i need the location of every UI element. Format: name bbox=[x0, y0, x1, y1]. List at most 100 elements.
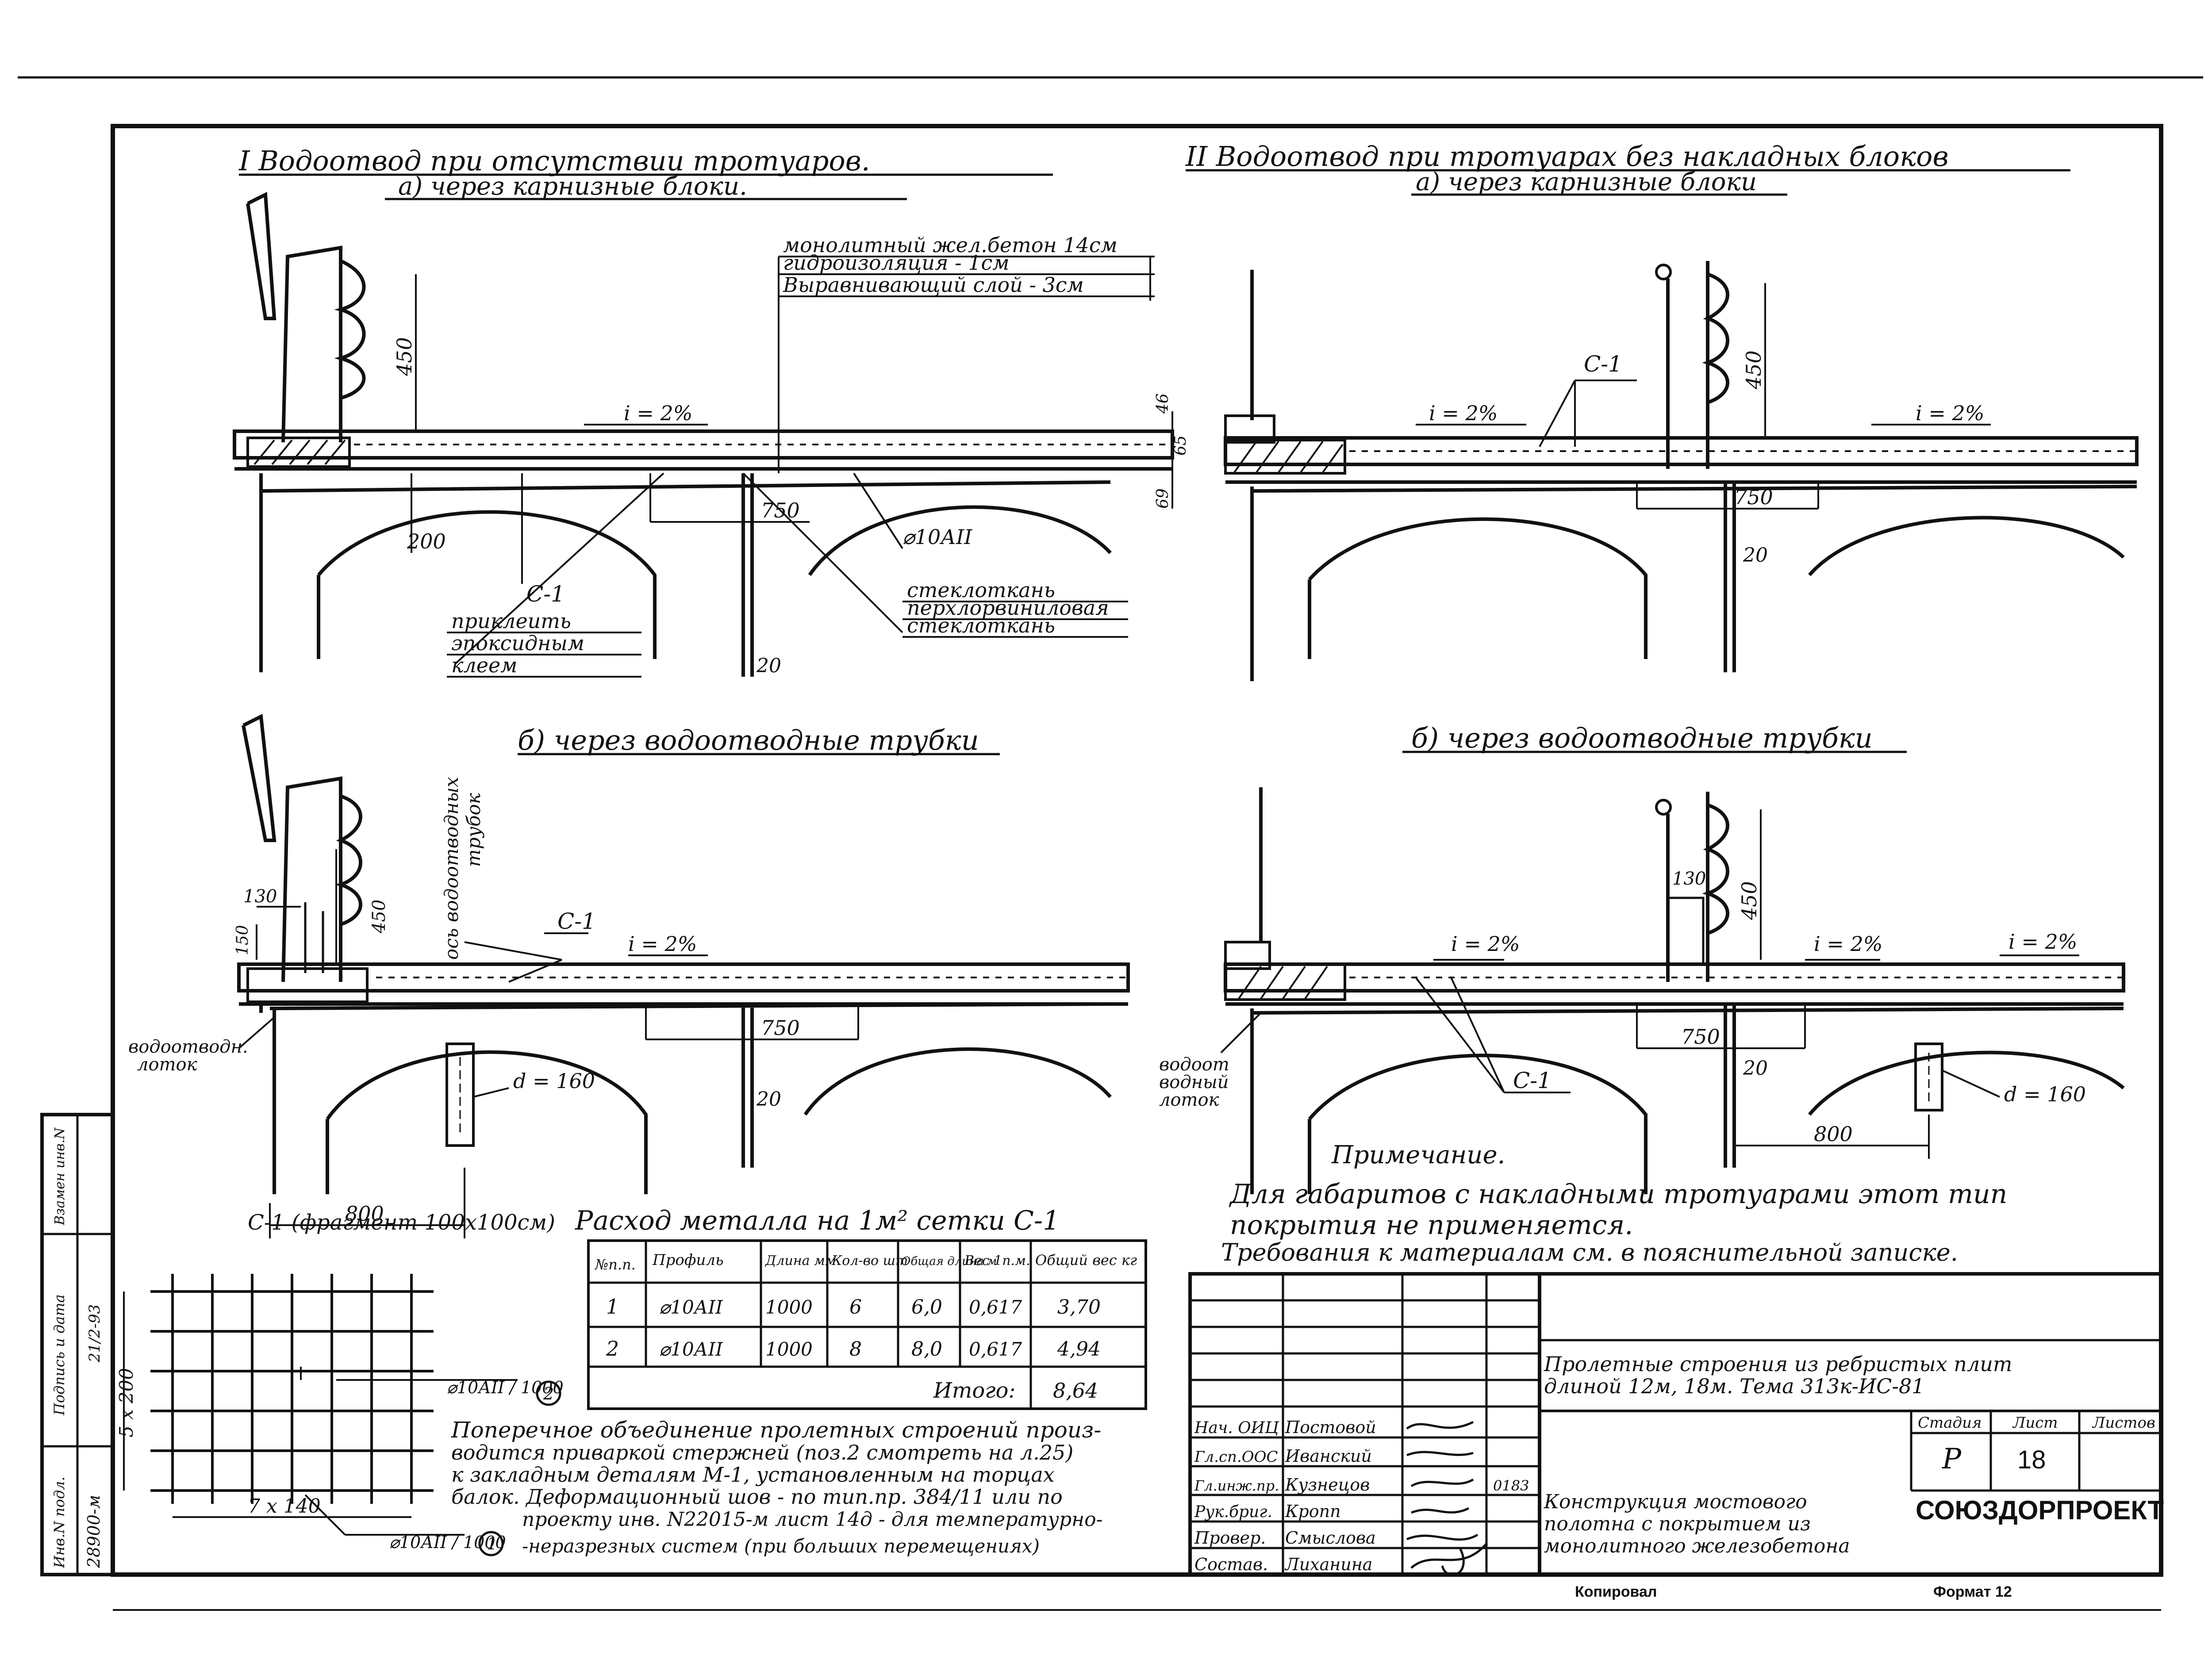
note-title: Примечание. bbox=[1331, 1141, 1505, 1169]
section-1a: I Водоотвод при отсутствии тротуаров. а)… bbox=[233, 145, 1190, 678]
s1b-dim-130: 130 bbox=[243, 886, 277, 907]
mt-r0-c6: 3,70 bbox=[1057, 1296, 1101, 1318]
fragment-bar-1-mark bbox=[478, 1531, 504, 1556]
s2-slope-left: i = 2% bbox=[1429, 401, 1498, 425]
pipe-axis-2: трубок bbox=[463, 793, 484, 867]
s2-c1-label: С-1 bbox=[1584, 351, 1622, 377]
s1b-dim-800: 800 bbox=[345, 1202, 384, 1226]
mt-h-0: №п.п. bbox=[594, 1256, 636, 1273]
note-line-2: покрытия не применяется. bbox=[1230, 1210, 1633, 1241]
section-1b: б) через водоотводные трубки ось водоотв… bbox=[128, 713, 1130, 1238]
s1b-dim-150: 150 bbox=[234, 925, 252, 955]
sheet-title-1: Конструкция мостового bbox=[1544, 1491, 1807, 1513]
fragment-dim-v: 5 х 200 bbox=[115, 1368, 137, 1437]
s2b-c1-label: С-1 bbox=[1513, 1068, 1551, 1093]
mt-total-value: 8,64 bbox=[1053, 1379, 1098, 1403]
stage-label: Стадия bbox=[1918, 1414, 1982, 1432]
s2b-tray-2: водный bbox=[1159, 1072, 1229, 1092]
title-block: Нач. ОИЦ Гл.сп.ООС Гл.инж.пр. Рук.бриг. … bbox=[1188, 1272, 2164, 1600]
dim-200: 200 bbox=[407, 529, 446, 553]
section-1b-subtitle: б) через водоотводные трубки bbox=[518, 724, 979, 756]
section-2a-subtitle: а) через карнизные блоки bbox=[1416, 168, 1757, 196]
mesh-c1-label: С-1 bbox=[526, 581, 565, 607]
s2b-tray-3: лоток bbox=[1159, 1090, 1219, 1110]
stamp-role-3: Рук.бриг. bbox=[1194, 1503, 1272, 1521]
s2b-dim-130: 130 bbox=[1672, 869, 1706, 889]
stamp-name-0: Постовой bbox=[1285, 1418, 1376, 1437]
para-line-2: водится приваркой стержней (поз.2 смотре… bbox=[451, 1441, 1073, 1464]
stamp-name-1: Иванский bbox=[1285, 1446, 1372, 1466]
layer-2: гидроизоляция - 1см bbox=[783, 251, 1009, 275]
s2b-dim-800: 800 bbox=[1814, 1122, 1853, 1146]
sheet-title-3: монолитного железобетона bbox=[1544, 1535, 1850, 1557]
stamp-name-3: Кропп bbox=[1285, 1502, 1341, 1521]
rebar-label: ⌀10АII bbox=[902, 525, 972, 549]
fragment-bar-1-no: 1 bbox=[487, 1534, 497, 1553]
section-2b: б) через водоотводные трубки 130 450 i =… bbox=[1159, 722, 2125, 1194]
s1b-tray-2: лоток bbox=[137, 1054, 197, 1075]
s1b-c1-label: С-1 bbox=[557, 908, 596, 934]
slope-label: i = 2% bbox=[624, 401, 692, 425]
dim-65: 65 bbox=[1171, 435, 1190, 456]
stamp-role-0: Нач. ОИЦ bbox=[1194, 1419, 1279, 1437]
mt-r1-c3: 8 bbox=[849, 1338, 862, 1361]
copied-label: Копировал bbox=[1575, 1583, 1657, 1600]
s2b-slope-3: i = 2% bbox=[2008, 930, 2077, 954]
mt-r0-c5: 0,617 bbox=[969, 1296, 1022, 1318]
metal-table: Расход металла на 1м² сетки С-1 №п.п. Пр… bbox=[575, 1205, 1147, 1410]
note-line-1: Для габаритов с накладными тротуарами эт… bbox=[1229, 1179, 2007, 1210]
mt-r1-c5: 0,617 bbox=[969, 1338, 1022, 1360]
dim-750: 750 bbox=[761, 498, 800, 522]
mt-r1-c0: 2 bbox=[606, 1337, 619, 1361]
section-2b-subtitle: б) через водоотводные трубки bbox=[1411, 722, 1873, 754]
layer-1: монолитный жел.бетон 14см bbox=[783, 233, 1118, 257]
s2-slope-right: i = 2% bbox=[1916, 401, 1984, 425]
sheet-value: 18 bbox=[2017, 1445, 2046, 1474]
para-line-1: Поперечное объединение пролетных строени… bbox=[451, 1417, 1101, 1443]
fragment-title: С-1 (фрагмент 100х100см) bbox=[248, 1210, 555, 1235]
s1b-slope: i = 2% bbox=[628, 932, 697, 956]
glass-3: стеклоткань bbox=[907, 613, 1055, 637]
stage-value: Р bbox=[1942, 1443, 1962, 1476]
s2-dim-750: 750 bbox=[1734, 485, 1773, 509]
para-line-5: проекту инв. N22015-м лист 14д - для тем… bbox=[522, 1508, 1102, 1531]
fragment-dim-h: 7 х 140 bbox=[248, 1495, 321, 1518]
section-2-title: II Водоотвод при тротуарах без накладных… bbox=[1185, 140, 1949, 172]
side-strip: Инв.N подл. 28900-м Подпись и дата 21/2-… bbox=[40, 1113, 115, 1576]
section-1-title: I Водоотвод при отсутствии тротуаров. bbox=[238, 145, 870, 177]
dim-46: 46 bbox=[1154, 393, 1172, 414]
side-replace-label: Взамен инв.N bbox=[52, 1127, 68, 1226]
fragment-bar-2: ⌀10АII / 1000 bbox=[447, 1378, 564, 1397]
para-line-4: балок. Деформационный шов - по тип.пр. 3… bbox=[451, 1485, 1063, 1509]
s2b-tray-1: водоот bbox=[1159, 1054, 1229, 1075]
section-1a-subtitle: а) через карнизные блоки. bbox=[398, 172, 747, 201]
stamp-role-2: Гл.инж.пр. bbox=[1194, 1477, 1279, 1494]
s2b-slope-1: i = 2% bbox=[1451, 932, 1520, 956]
stamp-name-4: Смыслова bbox=[1285, 1528, 1376, 1548]
side-sign-value: 21/2-93 bbox=[86, 1304, 104, 1363]
s1b-pipe-d: d = 160 bbox=[513, 1069, 595, 1093]
mt-h-6: Общий вес кг bbox=[1035, 1252, 1137, 1269]
s1b-dim-20: 20 bbox=[756, 1088, 781, 1111]
glue-1: приклеить bbox=[451, 609, 571, 633]
mt-h-3: Кол-во шт bbox=[831, 1253, 908, 1269]
dim-20: 20 bbox=[756, 655, 781, 677]
fragment-bar-2-mark bbox=[536, 1380, 561, 1406]
fragment-bar-1: ⌀10АII / 1000 bbox=[389, 1533, 506, 1552]
notes-paragraph: Поперечное объединение пролетных строени… bbox=[451, 1417, 1102, 1557]
sheet-title-2: полотна с покрытием из bbox=[1544, 1513, 1811, 1535]
signature-marks bbox=[1406, 1421, 1487, 1576]
mesh-fragment: С-1 (фрагмент 100х100см) 5 х 200 7 х 140… bbox=[115, 1210, 564, 1556]
mt-r1-c2: 1000 bbox=[765, 1338, 813, 1360]
para-line-6: -неразрезных систем (при больших перемещ… bbox=[522, 1535, 1040, 1557]
s1b-dim-450: 450 bbox=[369, 900, 389, 934]
project-line-1: Пролетные строения из ребристых плит bbox=[1544, 1352, 2012, 1376]
mt-r0-c2: 1000 bbox=[765, 1296, 813, 1318]
stamp-name-2: Кузнецов bbox=[1285, 1475, 1370, 1495]
dim-450: 450 bbox=[392, 337, 416, 376]
glass-2: перхлорвиниловая bbox=[907, 596, 1109, 620]
note-block: Примечание. Для габаритов с накладными т… bbox=[1221, 1141, 2007, 1266]
mt-h-5: Вес 1п.м. bbox=[964, 1253, 1030, 1269]
mt-r0-c0: 1 bbox=[606, 1295, 619, 1318]
mt-r0-c1: ⌀10АII bbox=[659, 1296, 723, 1318]
